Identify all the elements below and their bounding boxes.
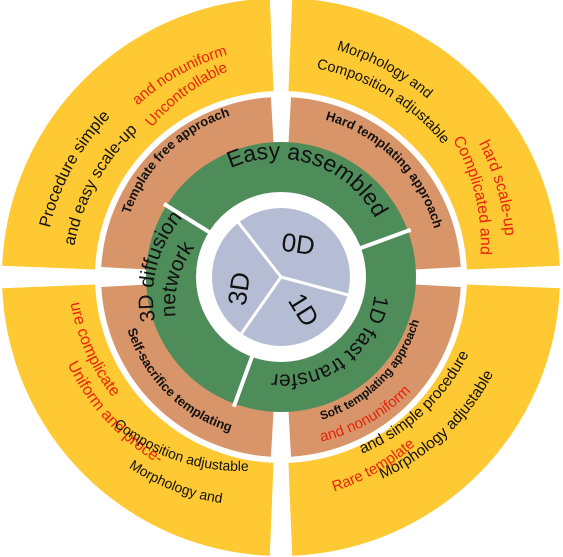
core-label-3d: 3D: [222, 270, 256, 307]
inner-ring-divider-top: [162, 202, 211, 235]
core-divider-bottom: [239, 276, 283, 336]
middle-ring-sector-bottom-right: [288, 284, 461, 457]
core-divider-right: [280, 275, 350, 297]
middle-ring-sector-top-right: [288, 97, 461, 270]
inner-ring-divider-bottom: [231, 355, 255, 408]
middle-ring-sector-bottom-left: [101, 284, 274, 457]
outer-ring-sector-bottom-left: [2, 284, 274, 556]
outer-ring-sector-top-right: [288, 0, 560, 270]
core-divider-top: [236, 220, 283, 278]
inner-ring-divider-right: [359, 227, 412, 251]
outer-ring-sector-bottom-right: [288, 284, 560, 556]
outer-ring-sector-top-left: [2, 0, 274, 270]
middle-ring-sector-top-left: [101, 97, 274, 270]
core-label-0d: 0D: [280, 227, 317, 261]
